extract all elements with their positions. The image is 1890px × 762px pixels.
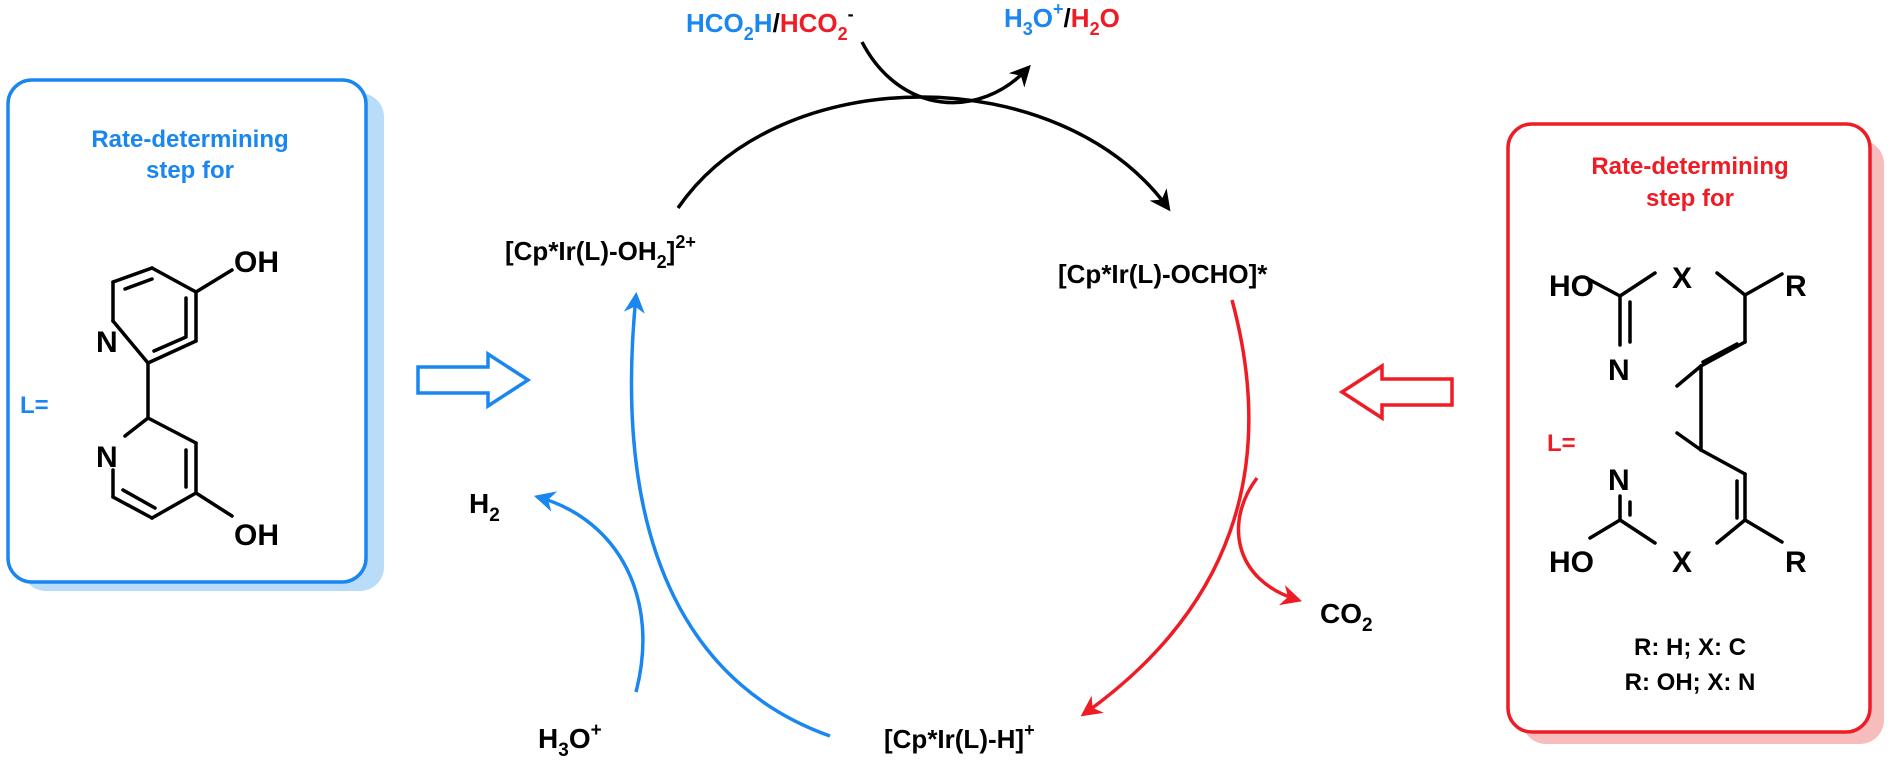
- arrow-co2-release: [1236, 476, 1303, 606]
- right-atom-r-top: R: [1785, 270, 1807, 303]
- complex-aqua: [Cp*Ir(L)-OH2]2+: [505, 232, 696, 272]
- right-box-title-line1: Rate-determining: [1591, 153, 1788, 180]
- product-h2: H2: [469, 488, 500, 526]
- left-atom-n-bottom: N: [96, 441, 118, 474]
- right-atom-n1: N: [1608, 354, 1630, 387]
- product-hydronium-water: H3O+/H2O: [1004, 0, 1120, 39]
- right-atom-ho-bottom: HO: [1549, 546, 1594, 579]
- arrow-hydronium-in-h2-out: [533, 491, 645, 693]
- arrow-aqua-to-formate: [676, 95, 1171, 212]
- right-atom-n2: N: [1608, 464, 1630, 497]
- reagent-hydronium: H3O+: [538, 720, 602, 761]
- right-atom-x-top: X: [1672, 262, 1692, 295]
- red-open-arrow: [1338, 362, 1454, 422]
- bipyridine-diol-structure: [111, 266, 234, 520]
- right-atom-ho-top: HO: [1549, 270, 1594, 303]
- right-variant-1: R: H; X: C: [1634, 634, 1746, 661]
- left-atom-oh-bottom: OH: [234, 519, 279, 552]
- right-ligand-label: L=: [1547, 430, 1576, 457]
- left-atom-oh-top: OH: [234, 246, 279, 279]
- left-ligand-label: L=: [20, 392, 49, 419]
- arrow-formic-acid-in-hydronium-out: [860, 41, 1031, 105]
- right-variant-2: R: OH; X: N: [1625, 669, 1756, 696]
- arrow-hydride-to-aqua: [623, 291, 831, 738]
- arrow-formate-to-hydride: [1080, 299, 1251, 717]
- right-atom-r-bottom: R: [1785, 546, 1807, 579]
- reagent-formic-acid-formate: HCO2H/HCO2-: [686, 4, 854, 44]
- right-atom-x-bottom: X: [1672, 546, 1692, 579]
- product-co2: CO2: [1320, 598, 1373, 636]
- left-box-title-line2: step for: [146, 157, 234, 184]
- right-box-title-line2: step for: [1646, 185, 1734, 212]
- blue-open-arrow: [416, 350, 532, 410]
- left-ligand-box: Rate-determining step for L=: [6, 78, 384, 591]
- left-atom-n-top: N: [96, 326, 118, 359]
- complex-formate: [Cp*Ir(L)-OCHO]*: [1058, 259, 1268, 289]
- right-ligand-box: Rate-determining step for L=: [1506, 122, 1884, 744]
- bipyrimidine-structure: [1588, 271, 1784, 545]
- left-box-title-line1: Rate-determining: [91, 126, 288, 153]
- complex-hydride: [Cp*Ir(L)-H]+: [884, 720, 1035, 754]
